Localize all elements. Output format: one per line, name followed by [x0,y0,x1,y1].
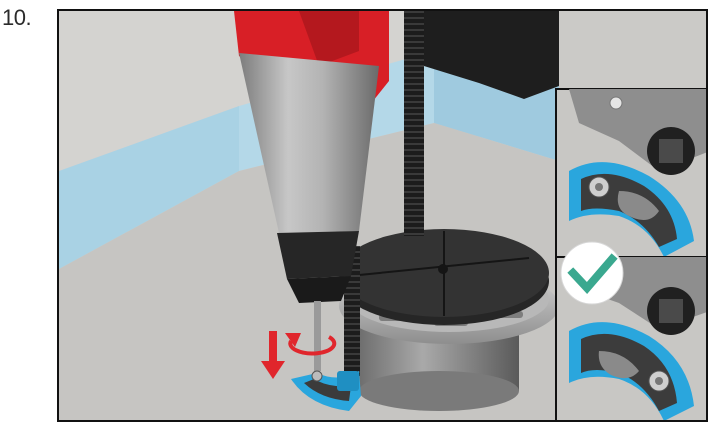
drill-chuck [277,231,359,279]
installation-scene [59,11,708,422]
check-icon [561,242,623,304]
screwdriver-bit [314,301,321,371]
installation-illustration [57,9,708,422]
screw-icon [312,371,322,381]
detail-inset-top [556,89,708,257]
threaded-rod-back [404,11,424,236]
step-number: 10. [2,6,31,30]
